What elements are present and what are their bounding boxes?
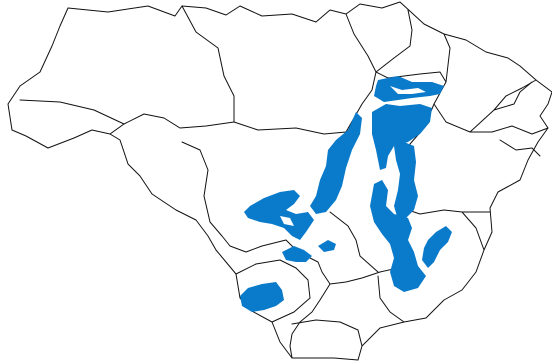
highlighted-area-small-east	[318, 240, 336, 252]
highlighted-area-southeast	[370, 180, 426, 292]
boundary-line-3	[181, 5, 235, 123]
highlighted-area-southeast-lobe	[422, 226, 452, 268]
boundary-line-8	[443, 33, 451, 83]
highlighted-area-east-corridor	[394, 142, 418, 220]
boundary-line-9	[469, 125, 549, 135]
boundary-line-2	[123, 113, 235, 129]
administrative-boundaries	[7, 1, 552, 361]
boundary-line-1	[19, 99, 125, 125]
highlighted-area-north	[374, 76, 444, 102]
highlighted-areas	[240, 76, 452, 312]
highlighted-area-northeast	[372, 104, 432, 170]
boundary-line-13	[229, 239, 331, 285]
boundary-line-19	[329, 211, 379, 273]
boundary-line-18	[291, 319, 363, 347]
highlighted-area-west	[244, 190, 314, 240]
boundary-line-7	[375, 9, 413, 73]
highlighted-area-southwest	[240, 282, 284, 312]
boundary-line-20	[109, 123, 125, 135]
boundary-line-10	[493, 79, 537, 111]
boundary-line-11	[499, 139, 541, 157]
boundary-line-17	[377, 275, 405, 323]
highlighted-area-central	[310, 112, 362, 214]
outer-boundary	[7, 1, 552, 361]
highlighted-area-south-central	[282, 246, 312, 262]
boundary-line-4	[181, 141, 231, 247]
boundary-line-21	[461, 211, 485, 251]
boundary-line-5	[233, 71, 377, 135]
boundary-line-14	[235, 259, 311, 323]
boundary-line-16	[289, 283, 331, 359]
